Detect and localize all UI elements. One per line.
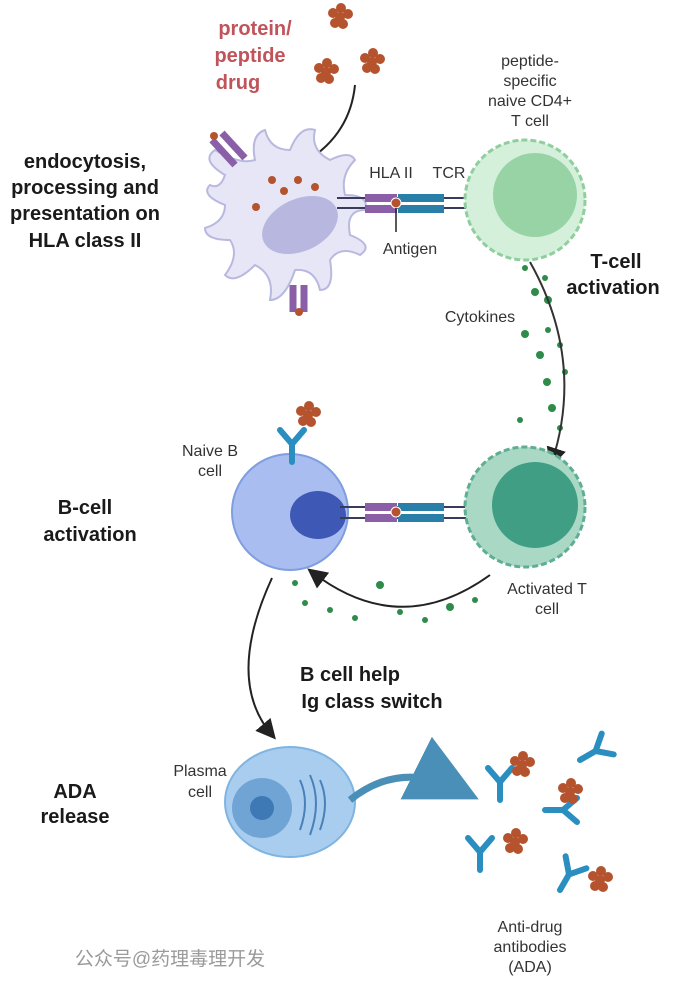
hla-receptor <box>289 285 308 312</box>
anti-drug-antibodies <box>468 734 614 896</box>
drug-label: peptide <box>214 45 285 67</box>
plasma-label: Plasma <box>173 763 226 780</box>
activated-t-label: cell <box>535 601 559 618</box>
tcell-label: naive CD4+ <box>488 93 572 110</box>
antigen-label: Antigen <box>383 241 437 258</box>
step-endocytosis: processing and <box>11 177 159 199</box>
ada-label: Anti-drug <box>498 919 563 936</box>
differentiation-arrow <box>247 577 276 740</box>
hla-label: HLA II <box>369 165 413 182</box>
b-cell-activation: B-cell <box>58 497 112 519</box>
tcell-label: peptide- <box>501 53 559 70</box>
ada-release: release <box>41 806 110 828</box>
watermark: 公众号@药理毒理开发 <box>75 948 265 970</box>
drug-label: protein/ <box>218 18 292 40</box>
naive-b-label: cell <box>198 463 222 480</box>
activated-t-cell <box>463 445 587 569</box>
tcell-label: specific <box>503 73 556 90</box>
hla-receptor <box>209 130 248 168</box>
b-cell-activation: activation <box>43 524 136 546</box>
drug-molecule <box>328 3 353 29</box>
naive-t-cell <box>463 138 587 262</box>
help-arrow <box>307 568 491 608</box>
plasma-cell <box>224 746 356 858</box>
tcr-label: TCR <box>433 165 466 182</box>
activation-arrow <box>529 261 566 468</box>
drug-molecule <box>360 48 385 74</box>
naive-b-cell <box>231 401 349 571</box>
ada-label: antibodies <box>494 939 567 956</box>
plasma-label: cell <box>188 784 212 801</box>
cytokines-label: Cytokines <box>445 309 515 326</box>
tcell-label: T cell <box>511 113 549 130</box>
t-cell-activation: activation <box>566 277 659 299</box>
bt-synapse <box>340 503 470 522</box>
ada-label: (ADA) <box>508 959 552 976</box>
activated-t-label: Activated T <box>507 581 587 598</box>
ada-release: ADA <box>53 781 96 803</box>
t-cell-activation: T-cell <box>590 251 641 273</box>
secretion-arrow <box>347 736 479 803</box>
step-endocytosis: HLA class II <box>29 230 142 252</box>
naive-b-label: Naive B <box>182 443 238 460</box>
cytokines <box>292 265 568 623</box>
b-cell-help: B cell help <box>300 664 400 686</box>
drug-label: drug <box>216 72 260 94</box>
step-endocytosis: presentation on <box>10 203 160 225</box>
b-cell-help: Ig class switch <box>301 691 442 713</box>
hla-tcr-synapse <box>337 194 480 232</box>
step-endocytosis: endocytosis, <box>24 151 146 173</box>
drug-molecule <box>314 58 339 84</box>
dendritic-cell <box>203 128 367 302</box>
